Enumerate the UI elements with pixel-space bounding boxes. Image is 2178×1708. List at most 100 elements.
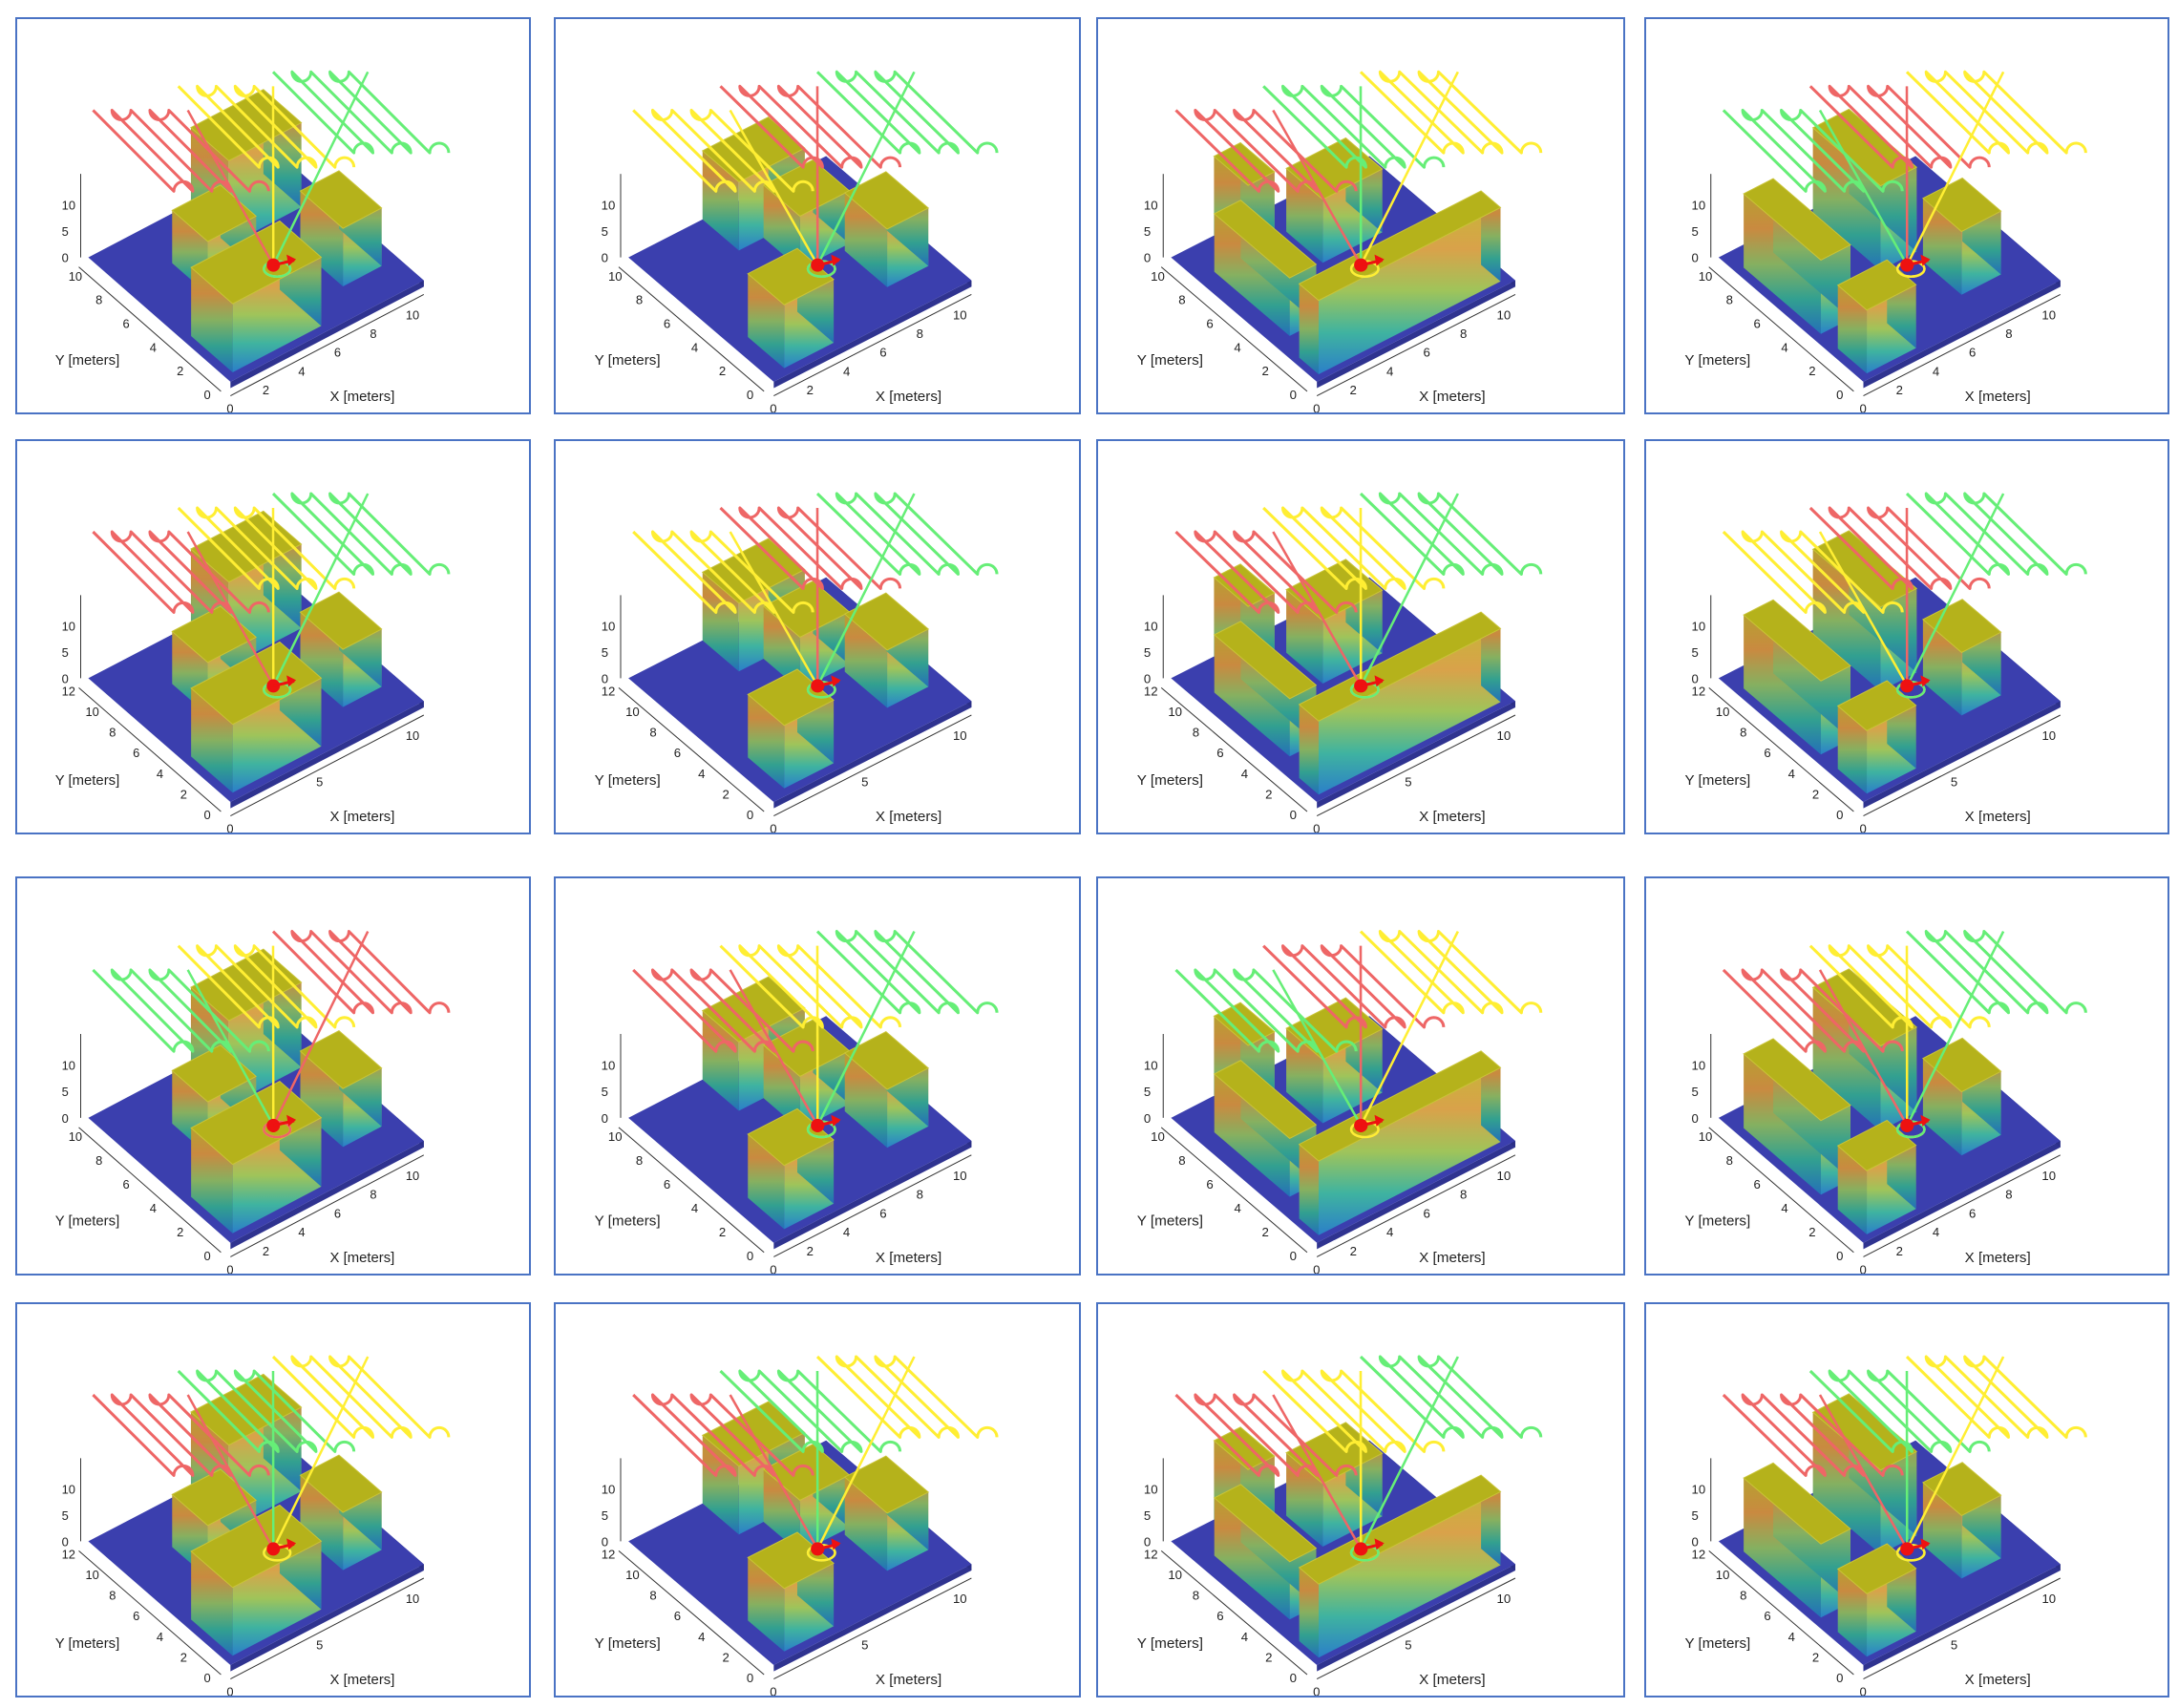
z-tick-label: 10: [1692, 198, 1706, 212]
x-axis-line: [773, 714, 972, 817]
uav-arrowhead: [1920, 1538, 1931, 1550]
building-roof: [299, 1030, 383, 1089]
flight-path-green: [92, 968, 270, 1053]
uav-marker: [1354, 1542, 1368, 1556]
y-tick-label: 0: [747, 388, 753, 402]
building-left-face: [763, 1469, 800, 1553]
flight-return-leg-yellow: [1906, 71, 2005, 266]
z-tick-label: 0: [602, 671, 608, 685]
flight-path-red: [719, 506, 902, 590]
x-axis-title: X [meters]: [330, 1250, 395, 1266]
building-left-face: [1812, 127, 1881, 271]
flight-path-green: [815, 930, 999, 1015]
building-block: [1743, 178, 1851, 334]
x-axis-title: X [meters]: [876, 1250, 941, 1266]
y-tick-label: 8: [1193, 1589, 1199, 1603]
x-tick-label: 10: [406, 728, 419, 743]
y-tick-label: 10: [69, 1129, 82, 1144]
flight-path-red: [1174, 108, 1358, 193]
x-tick-label: 10: [1496, 307, 1511, 322]
y-axis-title: Y [meters]: [1137, 352, 1203, 369]
building-left-face: [300, 612, 344, 707]
x-tick-label: 10: [1496, 728, 1511, 743]
x-axis-line: [1316, 293, 1516, 396]
x-tick-label: 8: [2005, 327, 2012, 341]
building-roof: [843, 171, 930, 230]
building-left-face: [1837, 706, 1868, 794]
building-left-face: [1922, 1058, 1962, 1156]
flight-path-red: [632, 968, 814, 1053]
building-roof: [1298, 190, 1502, 302]
z-tick-label: 10: [602, 1058, 616, 1072]
x-tick-label: 6: [879, 346, 886, 360]
y-tick-label: 0: [204, 1671, 211, 1685]
y-tick-label: 6: [1754, 1177, 1761, 1191]
building-block: [299, 1030, 383, 1148]
x-axis-title: X [meters]: [1419, 809, 1486, 825]
x-tick-label: 0: [226, 1263, 233, 1274]
flight-return-leg-green: [1818, 109, 1909, 266]
y-tick-label: 4: [1788, 1630, 1795, 1644]
building-block: [299, 1454, 383, 1571]
flight-return-leg-red: [1272, 109, 1363, 266]
y-tick-label: 8: [109, 1589, 116, 1603]
flight-path-yellow: [1905, 1355, 2087, 1439]
uav-arrowhead: [1374, 1538, 1385, 1550]
flight-path-green: [815, 492, 999, 576]
y-tick-label: 6: [674, 1609, 681, 1623]
flight-return-leg-green: [272, 71, 370, 266]
uav-arrowhead: [831, 1538, 841, 1550]
z-tick-label: 10: [602, 619, 616, 633]
ground-front-edge: [1863, 701, 2061, 809]
building-block: [1298, 1050, 1502, 1235]
x-axis-title: X [meters]: [1965, 1672, 2031, 1688]
y-tick-label: 6: [1754, 317, 1761, 331]
x-tick-label: 0: [226, 402, 233, 412]
y-axis-line: [618, 266, 765, 392]
y-tick-label: 4: [1781, 1201, 1787, 1215]
y-tick-label: 10: [625, 1568, 640, 1582]
y-tick-label: 2: [1812, 787, 1819, 801]
x-tick-label: 2: [807, 383, 814, 397]
building-left-face: [702, 1010, 739, 1111]
x-tick-label: 2: [263, 383, 269, 397]
x-tick-label: 0: [770, 1685, 776, 1696]
building-roof: [1213, 1484, 1318, 1563]
ground-front-edge: [773, 280, 972, 389]
y-axis-title: Y [meters]: [595, 1635, 661, 1652]
z-tick-label: 0: [62, 1111, 69, 1126]
building-roof: [299, 591, 383, 650]
z-tick-label: 0: [1144, 251, 1151, 265]
y-axis-title: Y [meters]: [1684, 352, 1750, 369]
x-tick-label: 0: [1859, 1263, 1866, 1274]
building-left-face: [1922, 198, 1962, 295]
building-roof: [299, 170, 383, 229]
z-tick-label: 0: [62, 251, 69, 265]
y-tick-label: 4: [1781, 340, 1787, 354]
y-axis-title: Y [meters]: [1137, 1635, 1203, 1652]
y-tick-label: 12: [1144, 685, 1158, 699]
flight-path-yellow: [1262, 1369, 1446, 1453]
x-axis-title: X [meters]: [1965, 389, 2031, 405]
z-tick-label: 5: [1144, 1508, 1151, 1523]
y-axis-line: [1160, 687, 1308, 812]
z-tick-label: 5: [1692, 645, 1699, 660]
y-tick-label: 4: [157, 1630, 163, 1644]
y-tick-label: 0: [1836, 808, 1843, 822]
flight-path-yellow: [1722, 530, 1904, 614]
flight-path-green: [177, 1369, 356, 1453]
y-tick-label: 4: [691, 340, 698, 354]
flight-path-red: [92, 530, 270, 614]
y-tick-label: 10: [608, 1129, 623, 1144]
x-tick-label: 8: [370, 327, 376, 341]
y-axis-title: Y [meters]: [1684, 772, 1750, 789]
x-axis-line: [230, 1154, 425, 1257]
flight-path-red: [92, 108, 270, 193]
building-block: [299, 591, 383, 707]
y-axis-title: Y [meters]: [595, 1213, 661, 1230]
y-tick-label: 8: [636, 293, 643, 307]
